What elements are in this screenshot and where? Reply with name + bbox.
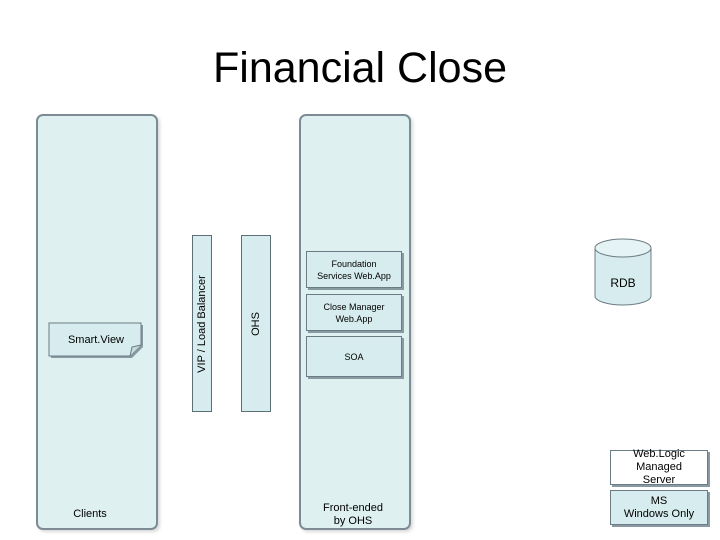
vip-load-balancer-label: VIP / Load Balancer [196,274,208,373]
clients-panel [36,114,158,530]
clients-label: Clients [73,508,107,520]
folded-corner-shape [48,322,143,358]
database-icon [594,238,652,306]
page-title: Financial Close [213,44,507,92]
smartview-component: Smart.View [48,322,146,358]
server-panel-label: Front-ended by OHS [323,502,383,527]
smartview-label: Smart.View [67,334,125,346]
vip-load-balancer-bar: VIP / Load Balancer [192,235,212,412]
weblogic-legend-box: Web.Logic Managed Server [610,448,708,486]
ms-windows-legend-box: MS Windows Only [610,490,708,525]
soa-component: SOA [306,336,402,377]
rdb-label: RDB [610,276,636,290]
foundation-services-webapp: Foundation Services Web.App [306,251,402,288]
rdb-database: RDB [592,236,654,308]
close-manager-webapp: Close Manager Web.App [306,294,402,331]
ohs-label: OHS [250,311,262,336]
ohs-bar: OHS [241,235,271,412]
